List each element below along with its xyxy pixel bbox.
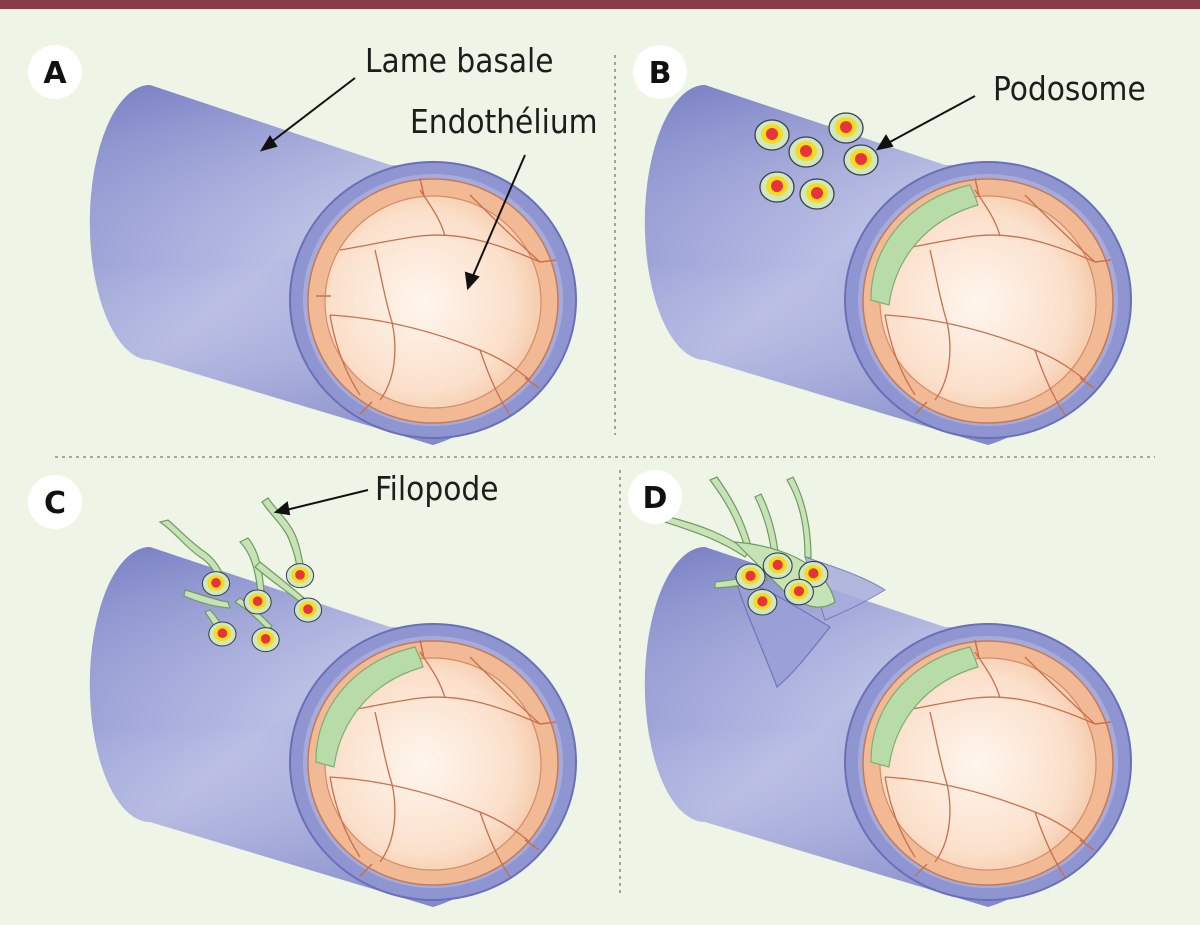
arrow-endothelium: [471, 154, 526, 279]
svg-text:A: A: [43, 56, 67, 91]
top-bar: [0, 0, 1200, 9]
arrow-podosome: [887, 95, 976, 144]
panel-d: [643, 476, 1132, 908]
badge-a: A: [28, 45, 82, 99]
badge-b: B: [633, 45, 687, 99]
badge-c: C: [28, 475, 82, 529]
label-filopode: Filopode: [375, 469, 498, 508]
annotation-arrows: [259, 77, 976, 516]
svg-text:D: D: [643, 481, 668, 516]
label-endothelium: Endothélium: [410, 102, 598, 141]
label-podosome: Podosome: [993, 69, 1146, 108]
arrow-lame-basale: [269, 77, 356, 144]
arrow-filopode: [285, 489, 369, 511]
label-lame-basale: Lame basale: [365, 41, 554, 80]
svg-text:B: B: [649, 56, 672, 91]
panel-c: [88, 497, 578, 908]
badge-d: D: [628, 470, 682, 524]
svg-text:C: C: [44, 486, 66, 521]
